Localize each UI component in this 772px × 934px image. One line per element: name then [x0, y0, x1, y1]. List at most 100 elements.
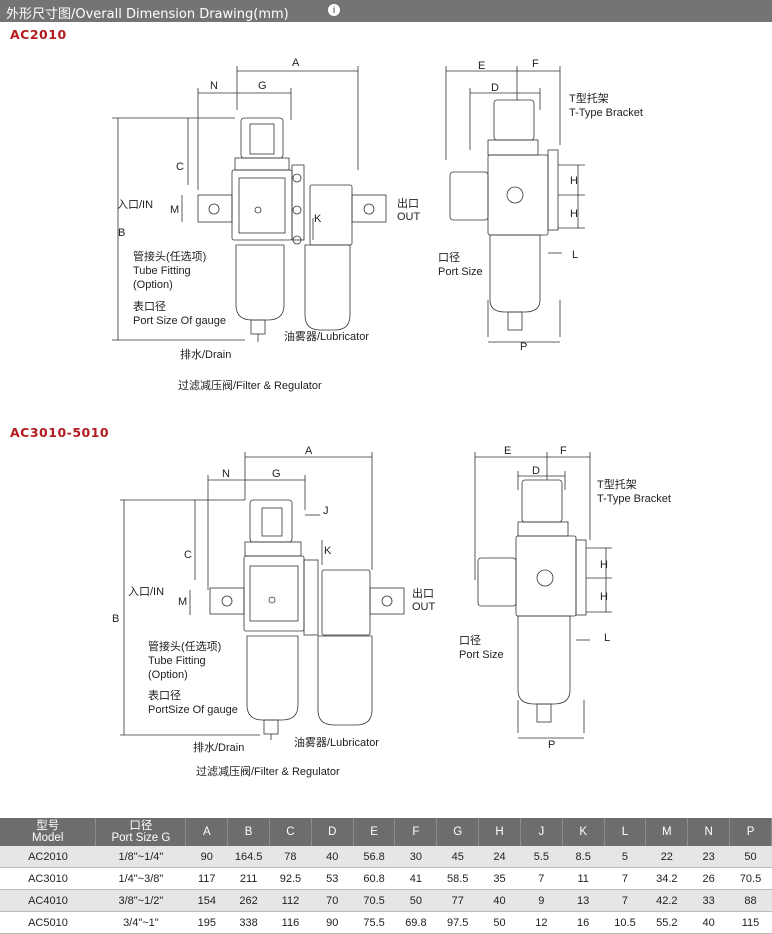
cell: 115 [729, 911, 772, 934]
cell: 50 [729, 846, 772, 868]
cell: 35 [478, 867, 521, 890]
header-d: D [311, 818, 354, 846]
table-row: AC4010 3/8"~1/2" 154 262 112 70 70.5 50 … [0, 889, 772, 912]
header-model-en: Model [32, 832, 64, 844]
header-h: H [478, 818, 521, 846]
dim-g: G [258, 80, 267, 92]
label-filter-regulator: 过滤减压阀/Filter & Regulator [178, 380, 322, 392]
header-k: K [562, 818, 605, 846]
cell: 164.5 [227, 846, 270, 868]
table-row: AC2010 1/8"~1/4" 90 164.5 78 40 56.8 30 … [0, 846, 772, 868]
dim-d-bottom: D [532, 465, 540, 477]
cell: 50 [478, 911, 521, 934]
header-bar: 外形尺寸图/Overall Dimension Drawing(mm) i [0, 0, 772, 22]
label-gauge-cn-bottom: 表口径 [148, 690, 181, 702]
cell: 10.5 [604, 911, 646, 934]
cell: 40 [311, 846, 354, 868]
drawing-ac3010-5010: A N G J C K M B E F D H H L P [112, 445, 612, 751]
header-model-cn: 型号 [36, 820, 60, 832]
cell: 34.2 [645, 867, 688, 890]
label-lubricator: 油雾器/Lubricator [284, 331, 369, 343]
label-lubricator-bottom: 油雾器/Lubricator [294, 737, 379, 749]
cell-port: 1/4"~3/8" [95, 867, 186, 890]
cell: 338 [227, 911, 270, 934]
table-header-row: 型号 Model 口径 Port Size G A B C D E F G H … [0, 818, 772, 846]
label-filter-regulator-bottom: 过滤减压阀/Filter & Regulator [196, 766, 340, 778]
cell: 40 [478, 889, 521, 912]
cell: 90 [311, 911, 354, 934]
header-j: J [520, 818, 563, 846]
cell: 5 [604, 846, 646, 868]
cell: 16 [562, 911, 605, 934]
label-tube-fitting-option-bottom: (Option) [148, 669, 188, 681]
dim-k: K [314, 213, 322, 225]
cell: 33 [687, 889, 730, 912]
dim-b: B [118, 227, 125, 239]
cell: 42.2 [645, 889, 688, 912]
header-p: P [729, 818, 772, 846]
header-c: C [269, 818, 312, 846]
cell: 13 [562, 889, 605, 912]
dim-k-bottom: K [324, 545, 332, 557]
cell: 26 [687, 867, 730, 890]
dimension-table: 型号 Model 口径 Port Size G A B C D E F G H … [0, 818, 772, 934]
cell: 116 [269, 911, 312, 934]
cell: 45 [436, 846, 479, 868]
dim-f: F [532, 58, 539, 70]
cell: 56.8 [353, 846, 395, 868]
label-bracket-cn: T型托架 [569, 93, 609, 105]
cell: 77 [436, 889, 479, 912]
header-m: M [645, 818, 689, 846]
cell: 117 [185, 867, 228, 890]
header-a: A [185, 818, 229, 846]
dim-n: N [210, 80, 218, 92]
label-out-en-bottom: OUT [412, 601, 436, 613]
label-out-en: OUT [397, 211, 421, 223]
header-e: E [353, 818, 396, 846]
dim-c: C [176, 161, 184, 173]
cell: 195 [185, 911, 228, 934]
header-g: G [436, 818, 480, 846]
cell: 5.5 [520, 846, 563, 868]
label-out-cn-bottom: 出口 [412, 588, 434, 600]
label-gauge-cn: 表口径 [133, 301, 166, 313]
cell: 70 [311, 889, 354, 912]
cell-port: 3/4"~1" [95, 911, 186, 934]
label-port-size-en: Port Size [438, 266, 483, 278]
table-row: AC5010 3/4"~1" 195 338 116 90 75.5 69.8 … [0, 911, 772, 934]
cell: 11 [562, 867, 605, 890]
cell: 12 [520, 911, 563, 934]
header-model: 型号 Model [0, 818, 97, 846]
cell: 41 [394, 867, 437, 890]
cell: 9 [520, 889, 563, 912]
section-title-ac2010: AC2010 [10, 27, 67, 42]
dim-c-bottom: C [184, 549, 192, 561]
header-b: B [227, 818, 271, 846]
label-gauge-en-bottom: PortSize Of gauge [148, 704, 238, 716]
label-drain-bottom: 排水/Drain [193, 742, 245, 754]
cell: 70.5 [729, 867, 772, 890]
cell: 211 [227, 867, 270, 890]
drawing-ac2010: A N G C M B K E F D H H L P [112, 57, 585, 353]
label-in: 入口/IN [117, 199, 154, 211]
cell: 40 [687, 911, 730, 934]
cell: 7 [520, 867, 563, 890]
table-row: AC3010 1/4"~3/8" 117 211 92.5 53 60.8 41… [0, 867, 772, 890]
label-tube-fitting-cn-bottom: 管接头(任选项) [148, 641, 222, 653]
cell: 70.5 [353, 889, 395, 912]
cell: 50 [394, 889, 437, 912]
cell: 7 [604, 889, 646, 912]
label-port-size-en-bottom: Port Size [459, 649, 504, 661]
cell: 78 [269, 846, 312, 868]
label-tube-fitting-cn: 管接头(任选项) [133, 251, 207, 263]
dim-h2: H [570, 208, 578, 220]
cell: 7 [604, 867, 646, 890]
cell: 97.5 [436, 911, 479, 934]
cell: 22 [645, 846, 688, 868]
cell-model: AC4010 [0, 889, 96, 912]
label-tube-fitting-en-bottom: Tube Fitting [148, 655, 206, 667]
dim-l-bottom: L [604, 632, 610, 644]
dim-e: E [478, 60, 485, 72]
info-icon[interactable]: i [328, 4, 340, 16]
cell: 88 [729, 889, 772, 912]
